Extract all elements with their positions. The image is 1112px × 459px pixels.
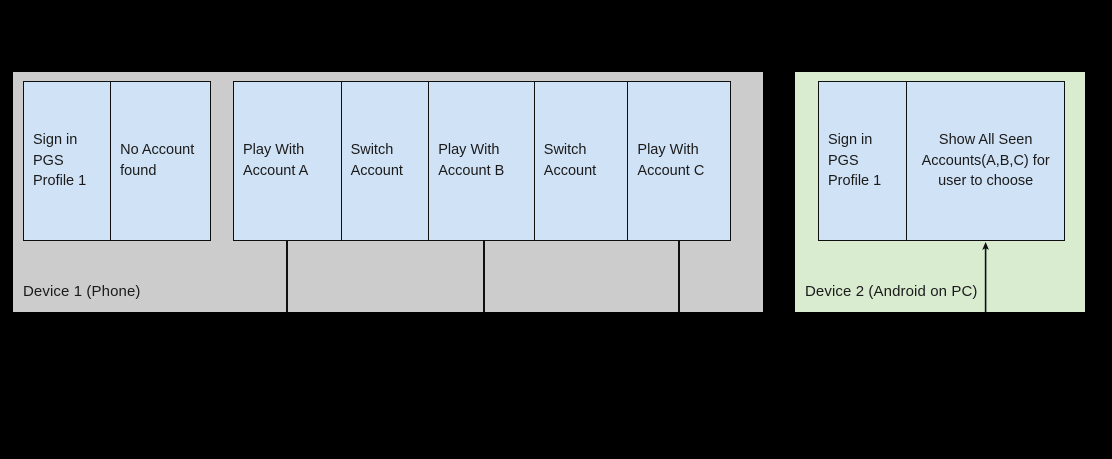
lifeline-connector-3 xyxy=(678,241,680,312)
step-box-show-all-seen-accounts[interactable]: Show All Seen Accounts(A,B,C) for user t… xyxy=(906,82,1064,240)
step-box-sign-in-pgs-profile-1-phone[interactable]: Sign in PGS Profile 1 xyxy=(33,132,87,190)
step-box-switch-account-2[interactable]: Switch Account xyxy=(533,82,628,240)
step-box-sign-in-pgs-profile-1-pc[interactable]: Sign in PGS Profile 1 xyxy=(828,132,882,190)
step-box-switch-account-1[interactable]: Switch Account xyxy=(340,82,429,240)
step-group-signin-pc: Sign in PGS Profile 1 Show All Seen Acco… xyxy=(818,81,1065,241)
step-box-play-with-account-a[interactable]: Play With Account A xyxy=(243,142,309,179)
lifeline-connector-1 xyxy=(286,241,288,312)
step-group-accounts-phone: Play With Account A Switch Account Play … xyxy=(233,81,731,241)
step-box-play-with-account-b[interactable]: Play With Account B xyxy=(428,82,534,240)
lifeline-connector-2 xyxy=(483,241,485,312)
step-box-no-account-found[interactable]: No Account found xyxy=(110,82,210,240)
step-group-signin-phone: Sign in PGS Profile 1 No Account found xyxy=(23,81,211,241)
device-label-device2: Device 2 (Android on PC) xyxy=(805,283,978,300)
step-box-play-with-account-c[interactable]: Play With Account C xyxy=(627,82,730,240)
sync-arrow-icon xyxy=(982,242,989,312)
device-label-device1: Device 1 (Phone) xyxy=(23,283,141,300)
